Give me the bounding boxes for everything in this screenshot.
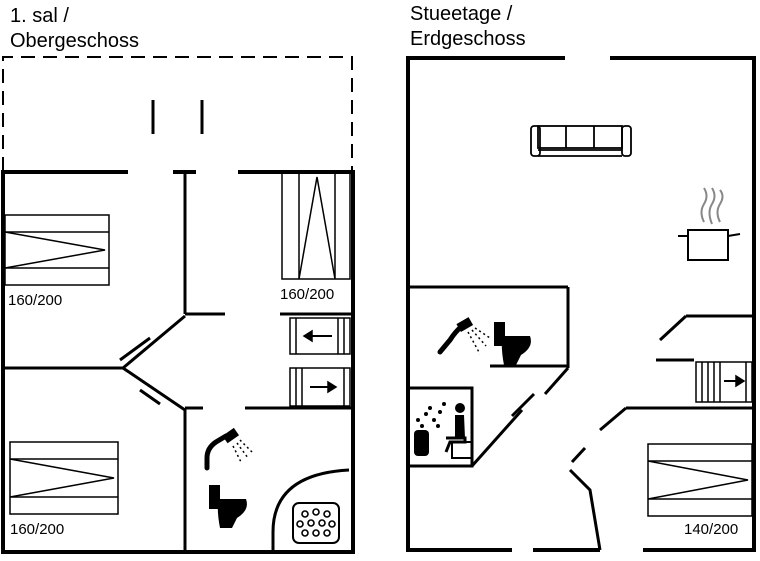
- sauna-icon: [414, 402, 473, 459]
- cooking-pot-icon: [678, 187, 741, 261]
- toilet-icon: [494, 322, 531, 365]
- bed-size-label: 160/200: [10, 521, 65, 538]
- bed-icon: [647, 443, 753, 517]
- upper-floor-walls: [1, 170, 355, 554]
- upper-floor-title-line2: Obergeschoss: [10, 30, 139, 52]
- ground-floor: [406, 56, 756, 552]
- stairs-icon: [695, 361, 753, 403]
- upper-floor-title-line1: 1. sal /: [10, 5, 69, 27]
- ground-floor-title-line1: Stueetage /: [410, 3, 513, 25]
- upper-floor: [1, 56, 355, 554]
- sofa-icon: [530, 125, 632, 157]
- ground-floor-title-line2: Erdgeschoss: [410, 28, 526, 50]
- toilet-icon: [209, 485, 247, 528]
- ground-floor-title: Stueetage / Erdgeschoss: [410, 2, 526, 52]
- bed-icon: [281, 172, 351, 280]
- bed-icon: [4, 214, 110, 286]
- ground-floor-interior-walls: [410, 285, 754, 551]
- ground-floor-walls: [406, 56, 756, 552]
- shower-icon: [437, 317, 491, 355]
- stairs-icon: [289, 317, 351, 407]
- upper-floor-hall-diagonals: [119, 314, 186, 412]
- bed-size-label: 160/200: [8, 292, 63, 309]
- bed-size-label: 140/200: [684, 521, 739, 538]
- bed-icon: [9, 441, 119, 515]
- upper-floor-interior-walls: [5, 172, 353, 553]
- shower-icon: [204, 427, 253, 471]
- upper-floor-title: 1. sal / Obergeschoss: [10, 4, 139, 54]
- whirlpool-icon: [271, 468, 350, 550]
- bed-size-label: 160/200: [280, 286, 335, 303]
- upper-floor-dashed-outline: [2, 56, 353, 171]
